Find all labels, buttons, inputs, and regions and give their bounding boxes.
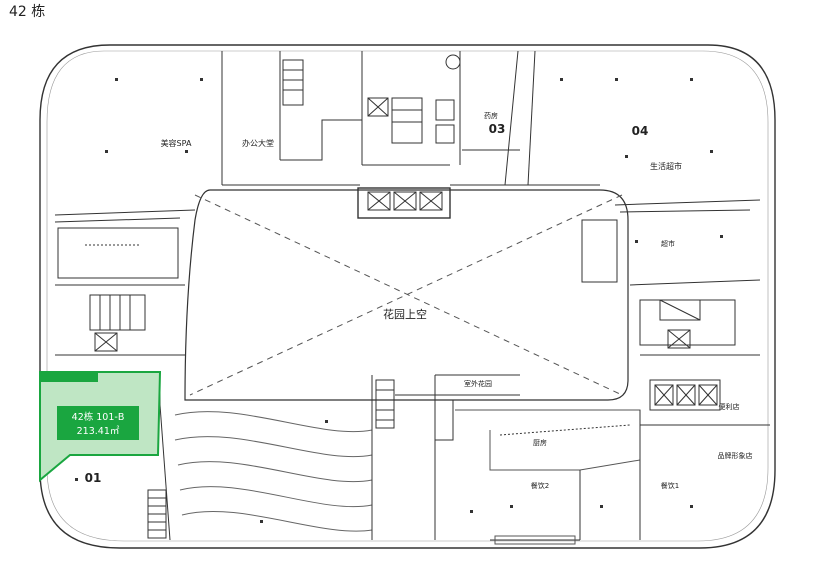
room-label-pharmacy: 药房 (484, 111, 498, 120)
room-label-kitchen: 厨房 (533, 438, 547, 447)
room-label-dining-2: 餐饮2 (531, 481, 549, 490)
room-label-supermarket: 超市 (661, 239, 675, 248)
room-label-outdoor-garden: 室外花园 (464, 379, 492, 388)
unit-number-01: 01 (85, 471, 102, 485)
atrium-outline (184, 189, 629, 401)
building-outline (39, 44, 776, 549)
room-label-grocery: 生活超市 (650, 161, 682, 171)
unit-number-04: 04 (632, 124, 649, 138)
room-label-spa: 美容SPA (161, 138, 192, 148)
room-label-dining-1: 餐饮1 (661, 481, 679, 490)
unit-area: 213.41㎡ (77, 426, 120, 437)
highlighted-unit-label-box (57, 406, 139, 440)
room-label-convenience: 便利店 (719, 402, 740, 411)
room-label-image-store: 品牌形象店 (718, 451, 753, 460)
unit-number-03: 03 (489, 122, 506, 136)
room-label-atrium: 花园上空 (383, 307, 427, 321)
page-title: 42 栋 (9, 4, 46, 20)
unit-label: 42栋 101-B (72, 411, 125, 423)
room-label-office-hall: 办公大堂 (242, 138, 274, 148)
highlighted-unit-band (40, 372, 98, 382)
